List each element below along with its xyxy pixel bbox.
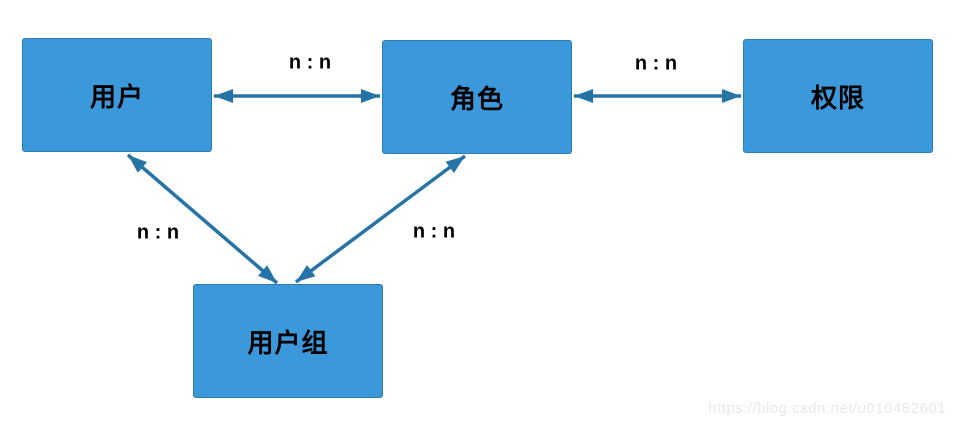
- node-user-label: 用户: [89, 81, 144, 112]
- node-user-group: 用户组: [193, 284, 383, 398]
- node-permission: 权限: [743, 39, 933, 153]
- node-role-label: 角色: [449, 83, 504, 114]
- edge-label-user-role: n : n: [288, 51, 332, 74]
- node-permission-label: 权限: [810, 82, 865, 113]
- edge-label-role-permission: n : n: [634, 52, 678, 75]
- edge-user-usergroup: [126, 153, 279, 285]
- edge-label-user-usergroup: n : n: [136, 221, 180, 244]
- node-role: 角色: [382, 40, 572, 154]
- edge-role-usergroup: [294, 154, 467, 284]
- node-user: 用户: [22, 38, 212, 152]
- node-user-group-label: 用户组: [247, 327, 329, 358]
- watermark: https://blog.csdn.net/u010482601: [708, 400, 946, 417]
- edge-label-role-usergroup: n : n: [412, 220, 456, 243]
